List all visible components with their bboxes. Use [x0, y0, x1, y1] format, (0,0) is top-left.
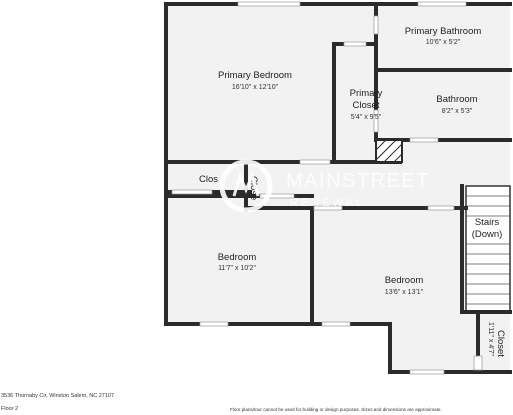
watermark: MAINSTREET RENEWAL — [219, 159, 430, 213]
footer-address: 3536 Thornaby Cir, Winston Salem, NC 271… — [1, 393, 115, 399]
watermark-logo-icon — [219, 159, 273, 213]
footer-disclaimer: Floor plans/tour cannot be used for buil… — [230, 407, 442, 412]
bedroom-right-dims: 13'6" x 13'1" — [385, 289, 424, 296]
stairs-treads — [465, 185, 511, 313]
primary-bedroom-dims: 16'10" x 12'10" — [232, 84, 279, 91]
bedroom-left-dims: 11'7" x 10'2" — [218, 265, 256, 272]
footer-floor: Floor 2 — [1, 406, 19, 412]
stairs-name-1: Stairs — [475, 217, 500, 228]
primary-bathroom-dims: 10'6" x 5'2" — [426, 39, 461, 46]
primary-closet-name-1: Primary — [350, 88, 383, 99]
right-closet-dims: 1'11" x 4'7" — [487, 322, 494, 356]
right-closet-name: Closet — [495, 330, 506, 357]
hall-closet-name: Clos — [199, 174, 218, 185]
watermark-line1: MAINSTREET — [286, 170, 430, 192]
watermark-line2: RENEWAL — [290, 197, 365, 209]
primary-closet-name-2: Closet — [353, 100, 380, 111]
bedroom-right-name: Bedroom — [385, 275, 424, 286]
bathroom-name: Bathroom — [436, 94, 477, 105]
bathroom-dims: 8'2" x 5'3" — [442, 108, 473, 115]
primary-bathroom-name: Primary Bathroom — [405, 26, 482, 37]
hvac-box — [375, 139, 403, 163]
primary-bedroom-name: Primary Bedroom — [218, 70, 292, 81]
stairs-name-2: (Down) — [472, 229, 503, 240]
room-labels: Primary Bedroom 16'10" x 12'10" Primary … — [199, 26, 506, 357]
windows — [171, 1, 483, 375]
primary-closet-dims: 5'4" x 9'5" — [351, 114, 382, 121]
bedroom-left-name: Bedroom — [218, 252, 257, 263]
small-closet-name: Close — [248, 176, 259, 200]
